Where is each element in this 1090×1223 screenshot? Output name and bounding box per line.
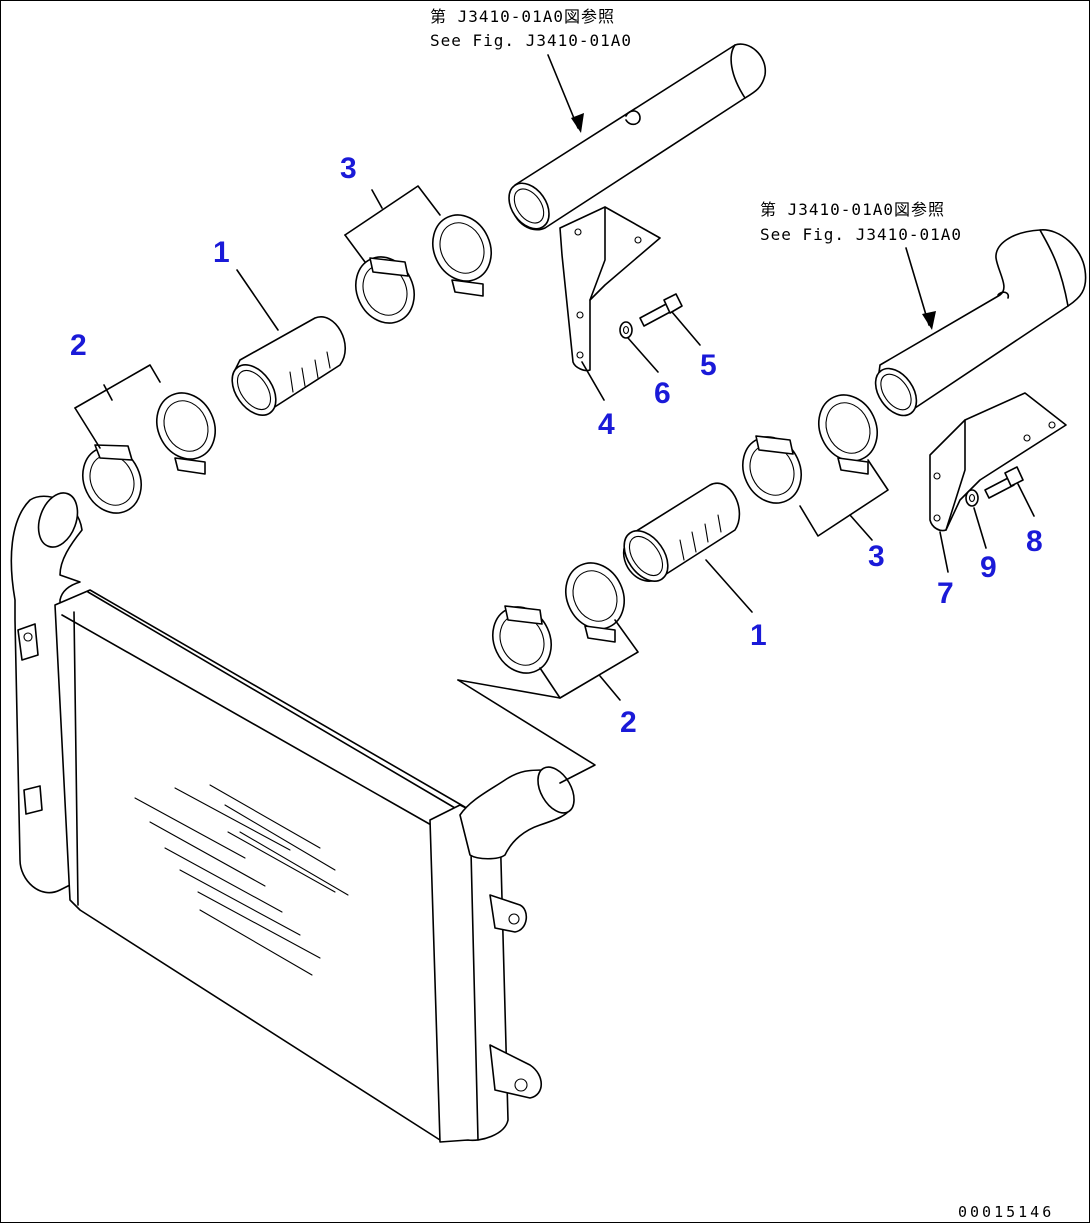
callout-washer-right: 9 [980, 551, 997, 584]
clamp-left-lower-a [82, 444, 142, 514]
callout-bolt-right: 8 [1026, 525, 1043, 558]
washer-right [965, 489, 979, 507]
reference-note-right-line2: See Fig. J3410-01A0 [760, 225, 962, 244]
reference-note-right: 第 J3410-01A0図参照 See Fig. J3410-01A0 [760, 200, 962, 244]
reference-note-upper-line2: See Fig. J3410-01A0 [430, 31, 632, 50]
bolt-left [639, 293, 683, 327]
leader-lines [74, 185, 1035, 784]
air-pipe-upper [508, 43, 766, 231]
clamp-left-upper-a [355, 256, 415, 324]
clamp-left-upper-b [432, 214, 492, 297]
clamp-right-lower-a [492, 605, 552, 674]
clamp-right-upper-b [818, 394, 878, 475]
callout-hose-right: 1 [750, 619, 767, 652]
reference-arrow-upper [547, 54, 584, 133]
callout-clamp-right-lower: 2 [620, 706, 637, 739]
reference-note-right-line1: 第 J3410-01A0図参照 [760, 200, 945, 219]
air-pipe-right [874, 229, 1087, 417]
callout-clamp-left-upper: 3 [340, 152, 357, 185]
callout-clamp-right-upper: 3 [868, 540, 885, 573]
aftercooler-core [10, 492, 575, 1143]
reference-note-upper: 第 J3410-01A0図参照 See Fig. J3410-01A0 [430, 7, 632, 50]
callout-clamp-left-lower: 2 [70, 329, 87, 362]
washer-left [619, 321, 633, 339]
drawing-code: 00015146 [958, 1203, 1054, 1221]
reference-arrow-right [905, 247, 936, 330]
bracket-right [929, 392, 1067, 532]
callout-washer-left: 6 [654, 377, 671, 410]
callout-bracket-right: 7 [937, 577, 954, 610]
clamp-right-upper-a [742, 435, 802, 504]
callout-bracket-left: 4 [598, 408, 615, 441]
bracket-left [559, 206, 661, 372]
reference-note-upper-line1: 第 J3410-01A0図参照 [430, 7, 615, 26]
hose-left [231, 316, 346, 416]
clamp-right-lower-b [565, 562, 625, 643]
hose-right [622, 482, 741, 582]
clamp-left-lower-b [156, 392, 216, 475]
callout-hose-left: 1 [213, 236, 230, 269]
bolt-right [984, 466, 1024, 499]
callout-bolt-left: 5 [700, 349, 717, 382]
